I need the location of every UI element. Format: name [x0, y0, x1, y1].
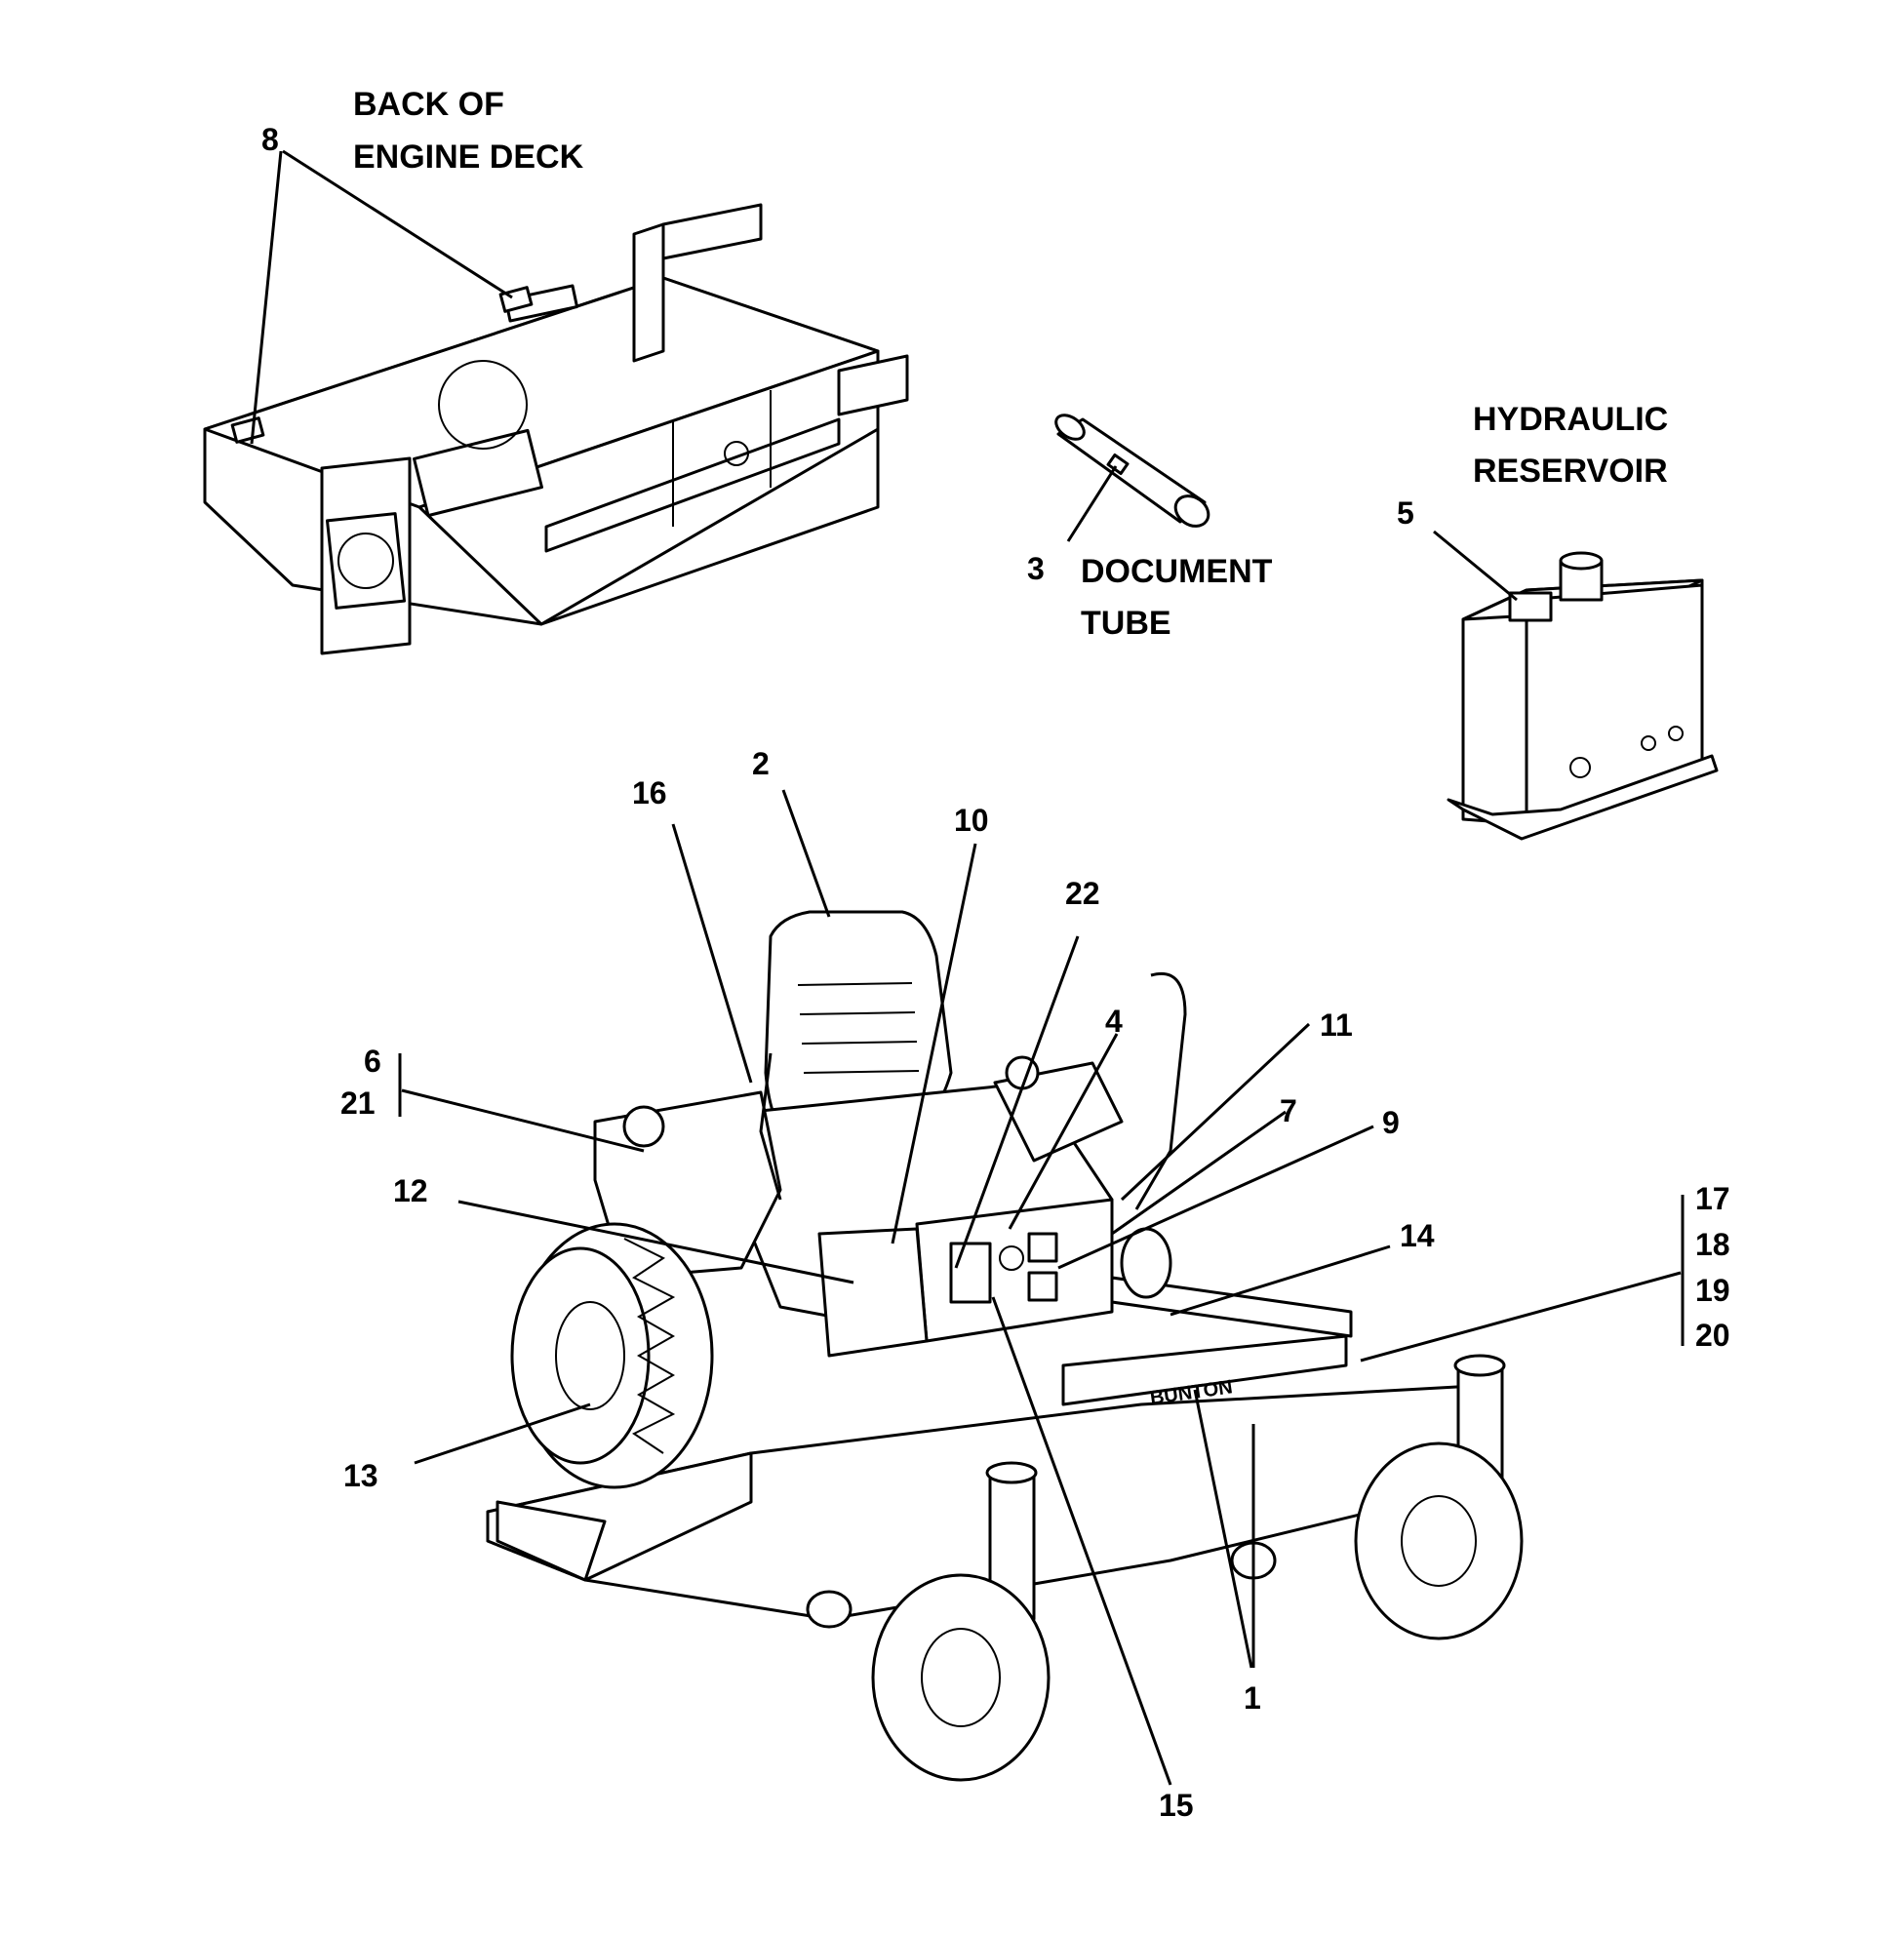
callout-9: 9: [1382, 1105, 1400, 1140]
callout-3: 3: [1027, 551, 1045, 586]
callout-5: 5: [1397, 495, 1414, 531]
callout-15: 15: [1159, 1788, 1194, 1823]
caption-document-tube-line1: DOCUMENT: [1081, 553, 1273, 590]
caption-engine-deck-line2: ENGINE DECK: [353, 138, 584, 176]
callout-12: 12: [393, 1173, 428, 1208]
callout-22: 22: [1065, 876, 1100, 911]
engine-deck-drawing: [203, 203, 909, 655]
callout-18: 18: [1695, 1227, 1730, 1262]
callout-14: 14: [1400, 1218, 1435, 1253]
callout-20: 20: [1695, 1318, 1730, 1353]
caption-engine-deck-line1: BACK OF: [353, 86, 504, 123]
callout-13: 13: [343, 1458, 378, 1493]
callout-19: 19: [1695, 1273, 1730, 1308]
caption-document-tube-line2: TUBE: [1081, 605, 1171, 642]
callout-1: 1: [1244, 1680, 1261, 1716]
callout-2: 2: [752, 746, 770, 781]
callout-17: 17: [1695, 1181, 1730, 1216]
document-tube-drawing: [1054, 414, 1210, 528]
mower-drawing: BUNTON: [486, 910, 1524, 1782]
callout-11: 11: [1320, 1007, 1353, 1043]
callout-numbers: 8 3 5 2 16 10 22 4 11 6 21 7 9 12 17 14 …: [261, 122, 1730, 1823]
captions: BACK OF ENGINE DECK DOCUMENT TUBE HYDRAU…: [353, 86, 1668, 642]
callout-21: 21: [340, 1086, 376, 1121]
caption-hydraulic-reservoir-line1: HYDRAULIC: [1473, 401, 1668, 438]
hydraulic-reservoir-drawing: [1447, 551, 1719, 841]
callout-8: 8: [261, 122, 279, 157]
callout-16: 16: [632, 775, 667, 810]
callout-10: 10: [954, 803, 989, 838]
callout-7: 7: [1280, 1093, 1297, 1128]
caption-hydraulic-reservoir-line2: RESERVOIR: [1473, 453, 1668, 490]
leader-lines: [250, 149, 1685, 1786]
callout-4: 4: [1105, 1004, 1123, 1039]
callout-6: 6: [364, 1044, 381, 1079]
